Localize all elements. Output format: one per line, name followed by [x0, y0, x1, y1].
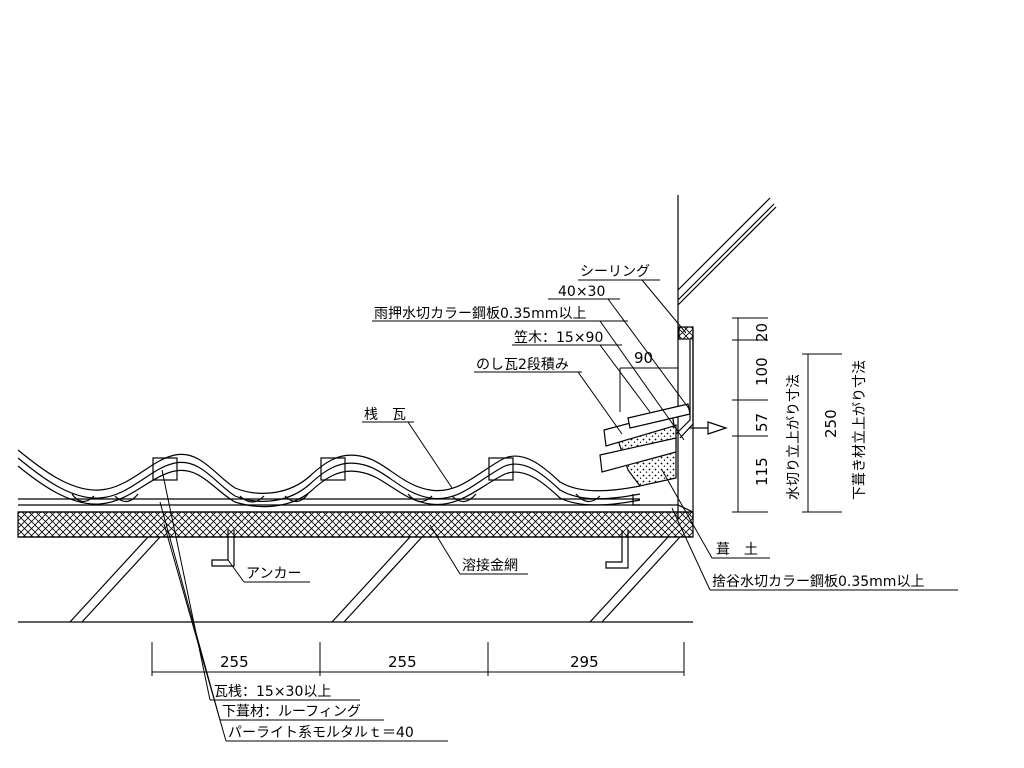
dim-text-115: 115 [753, 457, 771, 486]
caption-flashing-rise: 水切り立上がり寸法 [786, 374, 802, 500]
leader-anchor [227, 559, 245, 583]
leader-kasagi [599, 344, 651, 413]
label-anchor: アンカー [246, 566, 301, 582]
leader-perlite [163, 523, 227, 742]
label-tile-batten: 瓦桟：15×30以上 [214, 684, 331, 700]
dim-text-20: 20 [753, 323, 771, 342]
structural-brace [331, 536, 411, 623]
leader-sangawara [407, 421, 453, 489]
anchor-right [605, 530, 629, 569]
tile-lip [114, 493, 139, 503]
dim-text-57: 57 [753, 413, 771, 432]
wall-brace [677, 206, 777, 306]
label-sealing: シーリング [580, 264, 650, 280]
dim-text-250: 250 [822, 409, 840, 438]
leader-flashing-top [599, 320, 685, 441]
label-flashing-top: 雨押水切カラー鋼板0.35mm以上 [374, 306, 586, 322]
wall-brace [677, 203, 775, 301]
structural-brace [69, 536, 149, 623]
tile-profile [17, 449, 641, 494]
label-underlay: 下葺材：ルーフィング [222, 704, 361, 720]
structure [17, 195, 777, 623]
dimension-lines [151, 317, 842, 676]
leader-flashing-bottom [671, 507, 711, 591]
label-fukitsuchi: 葺 土 [716, 542, 758, 558]
label-batten-40x30: 40×30 [558, 284, 605, 300]
tile-lip [284, 493, 309, 503]
dim-text-100: 100 [753, 357, 771, 386]
tile-batten [152, 457, 178, 481]
label-flashing-bottom: 捨谷水切カラー鋼板0.35mm以上 [712, 573, 924, 590]
label-kasagi: 笠木：15×90 [514, 330, 603, 346]
structural-brace [343, 536, 423, 623]
label-sangawara: 桟 瓦 [364, 407, 406, 423]
perlite-mortar-slab [17, 511, 694, 538]
sangawara-tiles [17, 449, 641, 508]
base-flashing [632, 494, 694, 513]
flashing-sheet [675, 340, 691, 435]
label-perlite: パーライト系モルタルｔ＝40 [228, 725, 414, 741]
dim-text-255-a: 255 [220, 653, 249, 671]
label-wire-mesh: 溶接金網 [462, 557, 518, 574]
wall-brace [677, 197, 771, 291]
leader-sealing [641, 279, 687, 334]
tile-lip [239, 495, 265, 503]
tile-lip [451, 493, 477, 503]
dim-text-90: 90 [634, 349, 653, 367]
dim-text-255-b: 255 [388, 653, 417, 671]
tile-profile [17, 465, 641, 508]
dim-text-295: 295 [570, 653, 599, 671]
text-labels: シーリング 40×30 雨押水切カラー鋼板0.35mm以上 笠木：15×90 の… [214, 264, 924, 741]
structural-brace [81, 536, 161, 623]
tile-profile [17, 457, 641, 502]
leader-fukitsuchi [661, 469, 713, 559]
structural-brace [601, 536, 681, 623]
leader-batten [607, 298, 691, 411]
fastener-head [707, 421, 728, 435]
caption-underlay-rise: 下葺き材立上がり寸法 [852, 360, 868, 500]
tile-batten [488, 457, 514, 481]
tile-lip [575, 493, 601, 503]
tile-lip [407, 493, 433, 503]
leader-noshi [577, 371, 623, 435]
leader-lines [159, 279, 958, 742]
flashing-sheet [679, 340, 694, 439]
anchor-left [211, 530, 235, 567]
tile-batten [320, 457, 346, 481]
leader-wire-mesh [429, 524, 461, 575]
noshi-ridge-detail [599, 326, 728, 487]
noshi-tile-lower [599, 437, 677, 473]
tile-lip [71, 493, 95, 503]
leader-tile-batten [161, 469, 211, 701]
label-noshi: のし瓦2段積み [476, 357, 569, 373]
structural-brace [589, 536, 669, 623]
